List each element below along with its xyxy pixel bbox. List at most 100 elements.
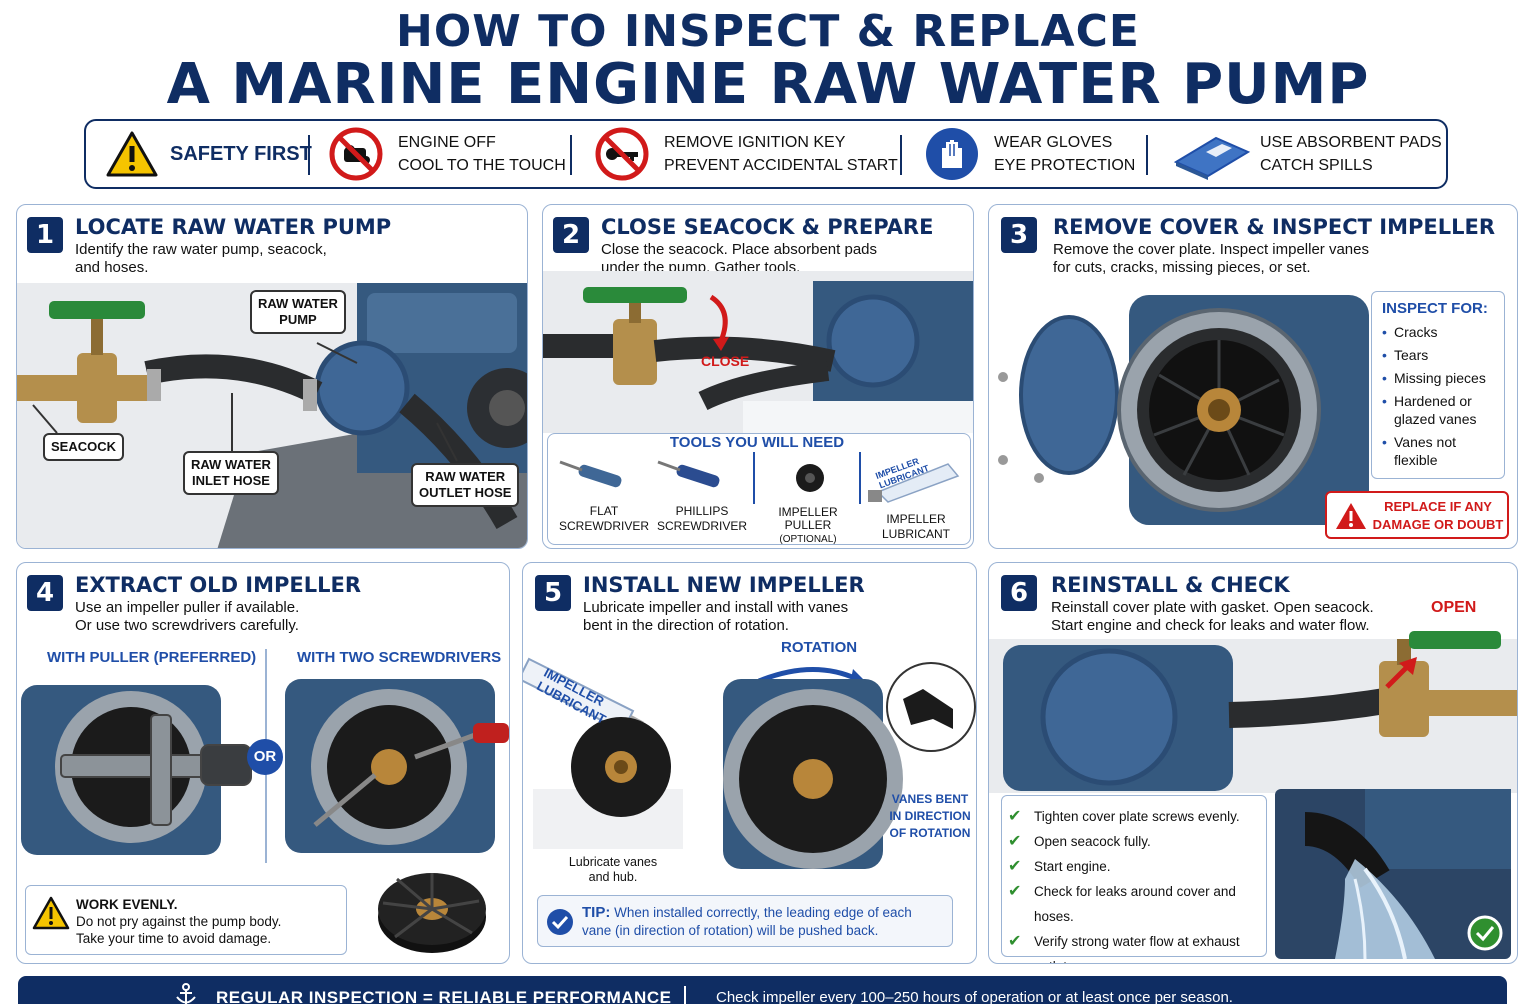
step-title: CLOSE SEACOCK & PREPARE [601, 215, 934, 239]
step-title: REMOVE COVER & INSPECT IMPELLER [1053, 215, 1496, 239]
tool-line: LUBRICANT [881, 527, 950, 541]
check-text: Verify strong water flow at exhaust outl… [1034, 934, 1240, 963]
desc-line-1: Lubricate impeller and install with vane… [583, 599, 849, 616]
absorbent-pad-icon [1173, 136, 1251, 180]
check-icon: ✔ [1008, 833, 1022, 850]
open-label: OPEN [1431, 599, 1477, 616]
work-evenly-text: WORK EVENLY. Do not pry against the pump… [76, 896, 281, 947]
check-item: ✔Tighten cover plate screws evenly. [1008, 804, 1260, 829]
callout-line: INLET HOSE [191, 473, 270, 488]
callout-line: RAW WATER [191, 457, 271, 472]
divider [684, 986, 686, 1004]
checklist: ✔Tighten cover plate screws evenly. ✔ Ope… [1008, 804, 1260, 963]
footer-banner: REGULAR INSPECTION = RELIABLE PERFORMANC… [18, 976, 1507, 1004]
step-number: 4 [27, 575, 63, 611]
tool-line: IMPELLER [778, 505, 838, 519]
banner-headline: REGULAR INSPECTION = RELIABLE PERFORMANC… [216, 988, 672, 1004]
callout-line: PUMP [279, 312, 317, 327]
warning-triangle-icon [106, 131, 158, 177]
callout-line: RAW WATER [425, 469, 506, 484]
checklist-box: ✔Tighten cover plate screws evenly. ✔ Ope… [1001, 795, 1267, 963]
flat-screwdriver-icon [559, 460, 622, 488]
new-impeller-icon [571, 717, 671, 817]
step-description: Use an impeller puller if available. Or … [75, 599, 299, 635]
step-title: LOCATE RAW WATER PUMP [75, 215, 392, 239]
or-badge: OR [247, 739, 283, 775]
safety-text: WEAR GLOVES EYE PROTECTION [994, 131, 1135, 177]
callout-inlet-hose: RAW WATER INLET HOSE [183, 451, 279, 495]
warn-line: Do not pry against the pump body. [76, 914, 282, 929]
check-item: ✔Verify strong water flow at exhaust out… [1008, 929, 1260, 963]
check-text: Start engine. [1034, 859, 1111, 874]
step-title: EXTRACT OLD IMPELLER [75, 573, 362, 597]
seacock-close-illustration [543, 271, 973, 433]
safety-text: REMOVE IGNITION KEY PREVENT ACCIDENTAL S… [664, 131, 898, 177]
old-impeller-icon [378, 873, 486, 953]
step-6-panel: 6 REINSTALL & CHECK Reinstall cover plat… [988, 562, 1518, 964]
cover-removed-illustration [998, 295, 1369, 525]
close-label: CLOSE [701, 353, 750, 369]
divider [1146, 135, 1148, 175]
tip-text: TIP: When installed correctly, the leadi… [582, 904, 912, 940]
desc-line-2: bent in the direction of rotation. [583, 617, 789, 634]
vanes-line: VANES BENT [891, 792, 969, 806]
tip-box: TIP: When installed correctly, the leadi… [537, 895, 953, 947]
safety-line-1: USE ABSORBENT PADS [1260, 134, 1442, 151]
step-1-panel: 1 LOCATE RAW WATER PUMP Identify the raw… [16, 204, 528, 549]
engine-off-icon [329, 127, 383, 181]
install-illustration [523, 657, 976, 869]
check-item: ✔ Start engine. [1008, 854, 1260, 879]
step-number: 1 [27, 217, 63, 253]
callout-raw-water-pump: RAW WATER PUMP [250, 290, 346, 334]
water-flow-illustration [1275, 789, 1511, 959]
check-item: ✔Check for leaks around cover and hoses. [1008, 879, 1260, 929]
tools-illustration [559, 452, 960, 504]
banner-subtext: Check impeller every 100–250 hours of op… [716, 989, 1233, 1004]
desc-line-1: Close the seacock. Place absorbent pads [601, 241, 877, 258]
inspect-title: INSPECT FOR: [1382, 300, 1488, 317]
method-screwdrivers-label: WITH TWO SCREWDRIVERS [297, 649, 502, 666]
divider [900, 135, 902, 175]
screwdriver-handle-icon [473, 723, 509, 743]
tip-line: When installed correctly, the leading ed… [614, 905, 912, 920]
step-2-panel: 2 CLOSE SEACOCK & PREPARE Close the seac… [542, 204, 974, 549]
callout-outlet-hose: RAW WATER OUTLET HOSE [411, 463, 520, 507]
phillips-screwdriver-icon [657, 460, 720, 488]
tool-line: FLAT [589, 504, 619, 518]
safety-line-2: CATCH SPILLS [1260, 157, 1373, 174]
callout-seacock: SEACOCK [43, 433, 125, 461]
desc-line-1: Reinstall cover plate with gasket. Open … [1051, 599, 1374, 616]
title-line-1: HOW TO INSPECT & REPLACE [396, 6, 1140, 57]
desc-line-1: Identify the raw water pump, seacock, [75, 241, 327, 258]
step-title: REINSTALL & CHECK [1051, 573, 1290, 597]
desc-line-1: Remove the cover plate. Inspect impeller… [1053, 241, 1369, 258]
step-number: 5 [535, 575, 571, 611]
check-circle-icon [1467, 915, 1503, 951]
safety-item-pads: USE ABSORBENT PADS CATCH SPILLS [1172, 121, 1442, 187]
step-description: Reinstall cover plate with gasket. Open … [1051, 599, 1374, 635]
lubricate-caption: Lubricate vanes and hub. [553, 855, 673, 885]
tool-line: PHILLIPS [675, 504, 729, 518]
check-text: Open seacock fully. [1034, 834, 1151, 849]
tool-label-lubricant: IMPELLER LUBRICANT [864, 512, 968, 542]
warning-triangle-icon [32, 896, 70, 930]
divider [570, 135, 572, 175]
step-5-panel: 5 INSTALL NEW IMPELLER Lubricate impelle… [522, 562, 977, 964]
tool-line: PULLER [784, 518, 832, 532]
safety-line-2: EYE PROTECTION [994, 157, 1136, 174]
step-4-panel: 4 EXTRACT OLD IMPELLER Use an impeller p… [16, 562, 510, 964]
vanes-line: OF ROTATION [889, 826, 971, 840]
check-text: Check for leaks around cover and hoses. [1034, 884, 1236, 924]
check-icon: ✔ [1008, 858, 1022, 875]
step-description: Remove the cover plate. Inspect impeller… [1053, 241, 1369, 277]
divider [308, 135, 310, 175]
callout-line: OUTLET HOSE [419, 485, 512, 500]
warn-line: REPLACE IF ANY [1384, 499, 1492, 514]
warn-line: Take your time to avoid damage. [76, 931, 272, 946]
list-item: Cracks [1382, 323, 1494, 341]
check-item: ✔ Open seacock fully. [1008, 829, 1260, 854]
tool-line: IMPELLER [886, 512, 946, 526]
work-evenly-box: WORK EVENLY. Do not pry against the pump… [25, 885, 347, 955]
step-number: 2 [553, 217, 589, 253]
safety-first-group: SAFETY FIRST [106, 121, 312, 187]
